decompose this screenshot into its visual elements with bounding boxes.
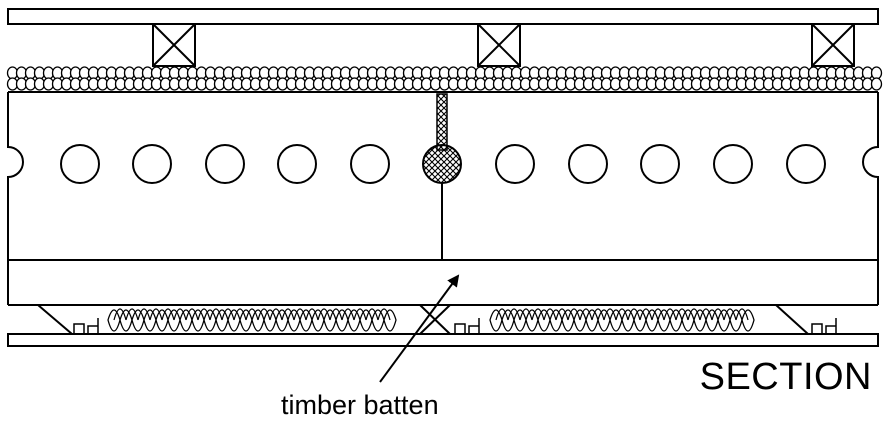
joist-right bbox=[811, 23, 855, 67]
top-joists bbox=[152, 23, 855, 67]
top-floor-board bbox=[7, 8, 879, 25]
timber-batten-label: timber batten bbox=[281, 390, 439, 420]
service-holes bbox=[60, 144, 826, 184]
top-insulation-layer bbox=[6, 66, 883, 91]
main-panel bbox=[7, 92, 879, 306]
bottom-ceiling-board bbox=[7, 333, 879, 347]
central-joint bbox=[422, 93, 462, 260]
joist-middle bbox=[477, 23, 521, 67]
hatched-hole bbox=[422, 144, 462, 184]
batten-leader-arrow bbox=[379, 274, 460, 383]
joist-left bbox=[152, 23, 196, 67]
bottom-insulation-layer bbox=[107, 308, 755, 332]
resilient-clips bbox=[73, 318, 837, 334]
section-title: SECTION bbox=[699, 356, 872, 398]
diagonal-braces bbox=[37, 304, 809, 335]
